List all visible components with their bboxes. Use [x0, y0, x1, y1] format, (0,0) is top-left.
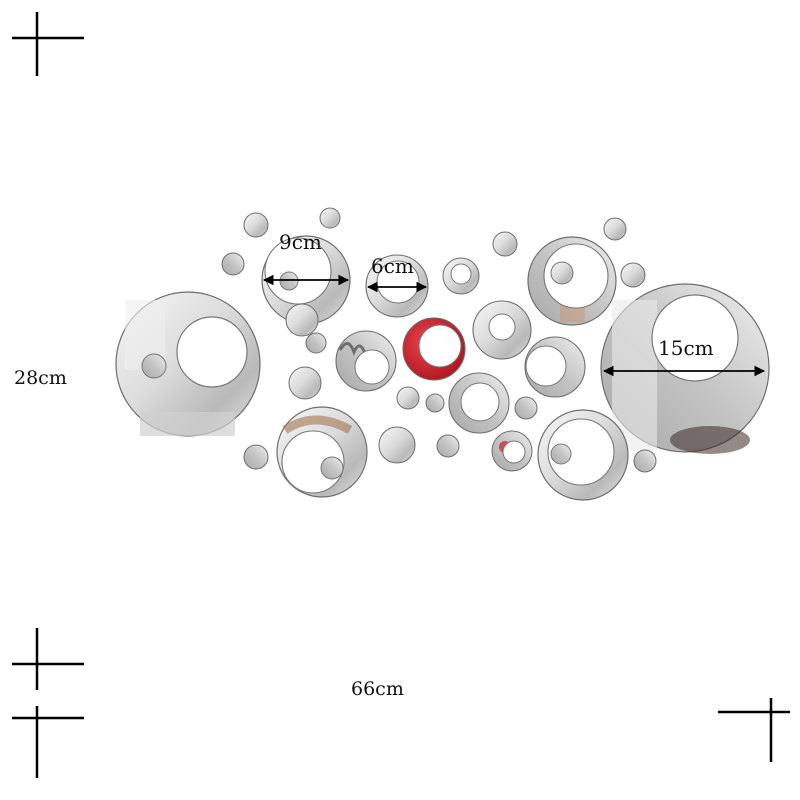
dimension-arrows: [262, 274, 766, 377]
mirror-circle-large-left: [115, 291, 261, 437]
dimension-label-height: 28cm: [14, 367, 67, 389]
mirror-ring-small-red: [491, 430, 533, 472]
dimension-label-15cm: 15cm: [658, 336, 714, 360]
mirror-ring-middle-left: [335, 330, 397, 392]
crosshair-mark-bottom-left-lower: [12, 706, 84, 778]
mirror-ring-lower-right: [537, 409, 629, 501]
mirror-ring-lower-center: [448, 372, 510, 434]
mirror-ring-center: [472, 300, 532, 360]
dimension-label-6cm: 6cm: [371, 254, 414, 278]
mirror-ring-small-right: [620, 262, 646, 288]
mirror-ring-center-right: [524, 336, 586, 398]
mirror-ring-top-right: [527, 236, 617, 326]
mirror-ring-red: [402, 317, 466, 381]
mirror-ring-small-center: [442, 257, 480, 295]
crosshair-mark-bottom-right: [718, 698, 790, 762]
mirror-circle-large-right: [600, 283, 770, 454]
mirror-dots: [221, 207, 657, 473]
crosshair-mark-bottom-left-upper: [12, 628, 84, 690]
crosshair-mark-top-left: [12, 12, 84, 76]
dimension-label-width: 66cm: [351, 678, 404, 700]
mirror-ring-lower-left: [276, 406, 368, 498]
dimension-label-9cm: 9cm: [279, 230, 322, 254]
